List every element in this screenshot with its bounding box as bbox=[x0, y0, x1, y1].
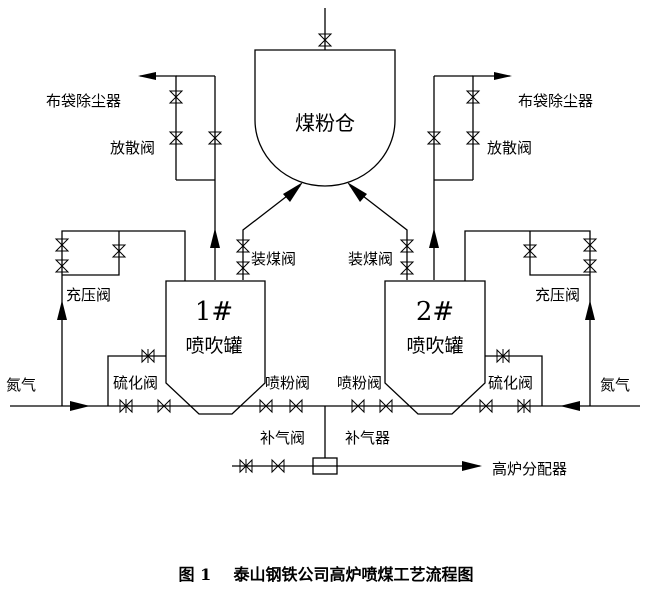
left-pressurize-valve-1-icon[interactable] bbox=[54, 238, 70, 252]
right-pressurize-arrow-icon bbox=[585, 300, 595, 320]
right-nitrogen-arrow-icon bbox=[560, 401, 580, 411]
tank-1-number: 1# bbox=[195, 297, 233, 327]
coal-bin-label: 煤粉仓 bbox=[295, 111, 355, 135]
right-vent-valve-1-icon[interactable] bbox=[465, 90, 481, 104]
supp-air-valve-1-icon[interactable] bbox=[239, 458, 253, 474]
figure-caption: 图 1 泰山钢铁公司高炉喷煤工艺流程图 bbox=[179, 565, 474, 584]
right-nitrogen-label: 氮气 bbox=[600, 376, 630, 394]
right-vent-valve-3-icon[interactable] bbox=[426, 131, 442, 145]
coal-bin: 煤粉仓 bbox=[254, 49, 396, 187]
distributor-label: 高炉分配器 bbox=[492, 460, 567, 478]
right-charge-line bbox=[349, 185, 408, 280]
left-vent-valve-label: 放散阀 bbox=[110, 139, 155, 157]
supp-air-valve-label: 补气阀 bbox=[260, 429, 305, 447]
bin-top-valve-icon[interactable] bbox=[317, 33, 333, 47]
tank-2-number: 2# bbox=[416, 297, 454, 327]
left-inject-valve-label: 喷粉阀 bbox=[265, 374, 310, 392]
left-vent-valve-2-icon[interactable] bbox=[168, 131, 184, 145]
injection-tank-1: 1# 喷吹罐 bbox=[165, 280, 266, 415]
right-charge-arrow-icon bbox=[347, 182, 367, 202]
right-vent-valve-label: 放散阀 bbox=[487, 139, 532, 157]
left-pressurize-valve-2-icon[interactable] bbox=[54, 259, 70, 273]
right-inject-valve-1-icon[interactable] bbox=[351, 398, 365, 414]
left-bag-filter-arrow-icon bbox=[138, 72, 156, 80]
left-vent-piping bbox=[140, 75, 216, 280]
left-fluidize-valve-1-icon[interactable] bbox=[119, 398, 133, 414]
left-fluidize-valve-top-icon[interactable] bbox=[141, 348, 155, 364]
right-vent-valve-2-icon[interactable] bbox=[465, 131, 481, 145]
left-fluidize-valve-2-icon[interactable] bbox=[157, 398, 171, 414]
distributor-arrow-icon bbox=[462, 461, 482, 471]
left-nitrogen-label: 氮气 bbox=[6, 376, 36, 394]
right-fluidize-valve-top-icon[interactable] bbox=[496, 348, 510, 364]
left-vent-valve-1-icon[interactable] bbox=[168, 90, 184, 104]
right-fluidize-valve-1-icon[interactable] bbox=[517, 398, 531, 414]
left-bag-filter-label: 布袋除尘器 bbox=[46, 92, 121, 110]
right-fluidize-valve-2-icon[interactable] bbox=[479, 398, 493, 414]
left-charge-arrow-icon bbox=[283, 182, 303, 202]
left-pressurize-arrow-icon bbox=[57, 300, 67, 320]
left-pressurize-valve-label: 充压阀 bbox=[66, 286, 111, 304]
right-pressurize-valve-1-icon[interactable] bbox=[582, 238, 598, 252]
left-pressurize-valve-3-icon[interactable] bbox=[111, 244, 127, 258]
left-charge-line bbox=[242, 185, 301, 280]
left-nitrogen-arrow-icon bbox=[70, 401, 90, 411]
right-pressurize-valve-3-icon[interactable] bbox=[522, 244, 538, 258]
injection-tank-2: 2# 喷吹罐 bbox=[384, 280, 486, 415]
right-fluidize-valve-label: 硫化阀 bbox=[488, 374, 533, 392]
left-vent-valve-3-icon[interactable] bbox=[207, 131, 223, 145]
right-bag-filter-arrow-icon bbox=[494, 72, 512, 80]
right-charge-valve-icon[interactable] bbox=[399, 239, 415, 275]
left-fluidize-loop bbox=[107, 355, 166, 406]
right-charge-valve-label: 装煤阀 bbox=[348, 250, 393, 268]
supp-air-valve-2-icon[interactable] bbox=[271, 458, 285, 474]
right-fluidize-loop bbox=[485, 355, 543, 406]
right-pressurize-valve-2-icon[interactable] bbox=[582, 259, 598, 273]
right-vent-piping bbox=[433, 75, 510, 280]
left-inject-valve-2-icon[interactable] bbox=[289, 398, 303, 414]
right-bag-filter-label: 布袋除尘器 bbox=[518, 92, 593, 110]
left-inject-valve-1-icon[interactable] bbox=[259, 398, 273, 414]
tank-1-name: 喷吹罐 bbox=[185, 335, 242, 357]
right-pressurize-valve-label: 充压阀 bbox=[535, 286, 580, 304]
tank-2-name: 喷吹罐 bbox=[406, 335, 463, 357]
right-vent-up-arrow-icon bbox=[429, 228, 439, 248]
supp-air-device-label: 补气器 bbox=[345, 429, 390, 447]
left-fluidize-valve-label: 硫化阀 bbox=[113, 374, 158, 392]
left-charge-valve-label: 装煤阀 bbox=[251, 250, 296, 268]
right-inject-valve-label: 喷粉阀 bbox=[337, 374, 382, 392]
supp-air-device bbox=[312, 457, 338, 475]
left-vent-up-arrow-icon bbox=[210, 228, 220, 248]
left-charge-valve-icon[interactable] bbox=[235, 239, 251, 275]
right-inject-valve-2-icon[interactable] bbox=[379, 398, 393, 414]
